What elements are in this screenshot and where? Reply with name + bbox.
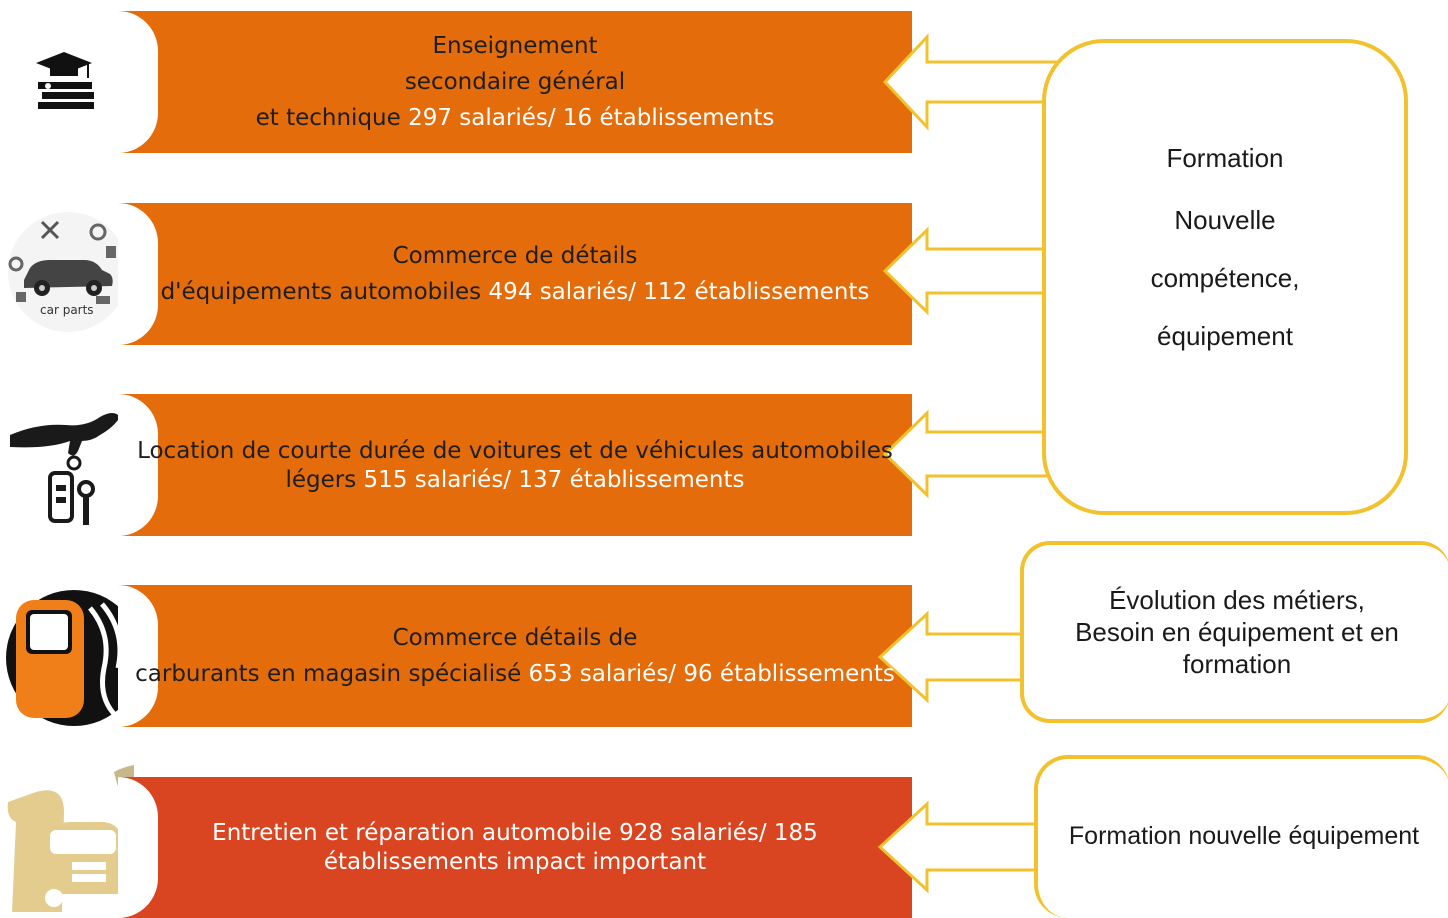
sector-band-3: Location de courte durée de voitures et … <box>118 394 912 536</box>
band-1-line-2: secondaire général <box>404 69 626 95</box>
band-3-stats: 515 salariés/ 137 établissements <box>363 466 745 493</box>
impact-box-2: Évolution des métiers, Besoin en équipem… <box>1020 541 1448 723</box>
band-5-line-2: établissements impact important <box>323 849 707 875</box>
box-2-line-1: Évolution des métiers, <box>1109 585 1365 615</box>
graduation-cap-books-icon <box>36 52 94 109</box>
band-4-stats: 653 salariés/ 96 établissements <box>528 661 895 687</box>
box-3-line-1: Formation nouvelle équipement <box>1068 822 1420 850</box>
sector-band-1: Enseignement secondaire général et techn… <box>118 11 912 153</box>
band-notch <box>118 777 158 918</box>
sector-band-2: Commerce de détails d'équipements automo… <box>118 203 912 345</box>
fuel-pump-icon <box>6 590 142 726</box>
band-2-stats: 494 salariés/ 112 établissements <box>488 279 870 305</box>
sector-band-5: Entretien et réparation automobile 928 s… <box>118 777 912 918</box>
car-key-hand-icon <box>10 413 120 525</box>
band-notch <box>118 11 158 153</box>
box-1-line-1: Formation <box>1166 143 1284 173</box>
band-4-line-1: Commerce détails de <box>392 625 638 651</box>
impact-box-3: Formation nouvelle équipement <box>1034 755 1448 918</box>
band-3-line-2: légers <box>285 466 364 493</box>
band-notch <box>118 585 158 727</box>
car-parts-icon: car parts <box>8 212 128 332</box>
band-notch <box>118 394 158 536</box>
box-1-line-3: compétence, <box>1150 263 1300 293</box>
car-repair-wrench-icon <box>7 765 134 912</box>
band-4-line-2: carburants en magasin spécialisé <box>135 661 529 687</box>
band-notch <box>118 203 158 345</box>
band-1-line-3: et technique <box>255 105 409 131</box>
band-1-stats: 297 salariés/ 16 établissements <box>408 105 775 131</box>
band-5-line-1: Entretien et réparation automobile 928 s… <box>212 820 818 846</box>
band-1-line-1: Enseignement <box>432 33 598 59</box>
band-2-line-1: Commerce de détails <box>392 243 638 269</box>
car-parts-icon-label: car parts <box>40 303 94 317</box>
sector-band-4: Commerce détails de carburants en magasi… <box>118 585 912 727</box>
box-1-line-4: équipement <box>1157 321 1293 351</box>
box-1-line-2: Nouvelle <box>1174 205 1276 235</box>
box-2-line-3: formation <box>1182 649 1292 679</box>
band-2-line-2: d'équipements automobiles <box>160 279 489 305</box>
band-3-line-1: Location de courte durée de voitures et … <box>137 437 893 464</box>
impact-box-1: Formation Nouvelle compétence, équipemen… <box>1042 39 1408 515</box>
box-2-line-2: Besoin en équipement et en <box>1075 617 1399 647</box>
